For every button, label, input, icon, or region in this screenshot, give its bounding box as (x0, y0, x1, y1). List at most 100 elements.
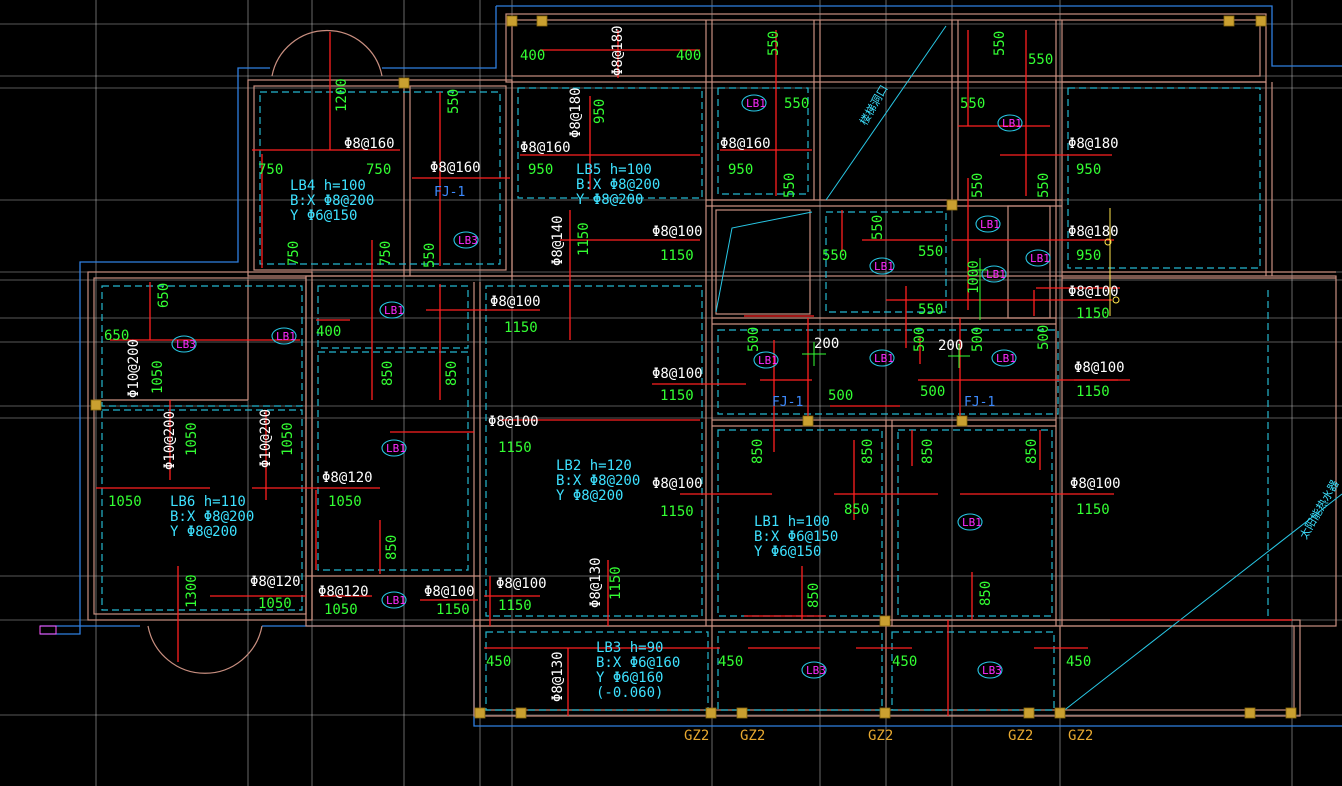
dimension-text: 750 (258, 162, 283, 178)
svg-text:LB1: LB1 (746, 97, 766, 110)
structural-columns (90, 15, 1297, 719)
column-mark-gz2: GZ2 (1008, 728, 1033, 744)
dimension-text: 750 (286, 241, 302, 266)
dimension-text: 200 (814, 336, 839, 352)
rebar-label: Φ8@160 (520, 140, 571, 156)
svg-text:LB1: LB1 (996, 352, 1016, 365)
rebar-lines (96, 30, 1292, 716)
rebar-label: Φ10@200 (126, 339, 142, 398)
dimension-text: 1050 (150, 360, 166, 394)
svg-text:LB4 h=100: LB4 h=100 (290, 178, 366, 194)
svg-text:LB3: LB3 (982, 664, 1002, 677)
rebar-label: Φ8@100 (1070, 476, 1121, 492)
slab-tag-lb1-d[interactable]: LB1 (869, 257, 895, 275)
rebar-label: Φ8@180 (568, 87, 584, 138)
svg-text:B:X Φ6@150: B:X Φ6@150 (754, 529, 838, 545)
svg-text:LB5 h=100: LB5 h=100 (576, 162, 652, 178)
dimension-text: 450 (718, 654, 743, 670)
svg-text:LB3 h=90: LB3 h=90 (596, 640, 663, 656)
column-mark-gz2: GZ2 (740, 728, 765, 744)
bay-window-bottom (147, 625, 263, 674)
rebar-label: Φ8@160 (430, 160, 481, 176)
svg-text:LB2 h=120: LB2 h=120 (556, 458, 632, 474)
slab-tag-lb1-f[interactable]: LB1 (1025, 249, 1051, 267)
dimension-text: 850 (978, 581, 994, 606)
svg-text:LB1: LB1 (874, 260, 894, 273)
slab-note-lb6: LB6 h=110 B:X Φ8@200 Y Φ8@200 (170, 494, 254, 540)
dimension-text: 1050 (324, 602, 358, 618)
slab-tag-lb3-a[interactable]: LB3 (453, 231, 479, 249)
dimension-text: 1050 (108, 494, 142, 510)
svg-text:LB1: LB1 (1030, 252, 1050, 265)
dimension-text: 500 (1036, 325, 1052, 350)
slab-tag-lb1-b[interactable]: LB1 (997, 114, 1023, 132)
dimension-text: 550 (970, 173, 986, 198)
svg-text:Y Φ6@150: Y Φ6@150 (290, 208, 357, 224)
slab-tag-lb1-c[interactable]: LB1 (975, 215, 1001, 233)
dimension-text: 1150 (660, 388, 694, 404)
edge-marker (39, 625, 57, 635)
svg-text:B:X Φ8@200: B:X Φ8@200 (290, 193, 374, 209)
slab-tag-lb3-d[interactable]: LB3 (977, 661, 1003, 679)
column-mark-gz2: GZ2 (1068, 728, 1093, 744)
slab-tag-lb1-l[interactable]: LB1 (381, 439, 407, 457)
dimension-text: 550 (918, 302, 943, 318)
beam-mark-fj1: FJ-1 (964, 395, 995, 410)
dimension-text: 1150 (660, 248, 694, 264)
dimension-text: 1050 (328, 494, 362, 510)
slab-tag-lb1-a[interactable]: LB1 (741, 94, 767, 112)
dimension-text: 1150 (498, 598, 532, 614)
dimension-text: 850 (384, 535, 400, 560)
dimension-text: 950 (1076, 248, 1101, 264)
dimension-text: 1150 (608, 566, 624, 600)
svg-text:LB1: LB1 (980, 218, 1000, 231)
svg-text:B:X Φ6@160: B:X Φ6@160 (596, 655, 680, 671)
rebar-label: Φ8@120 (250, 574, 301, 590)
dimension-text: 950 (728, 162, 753, 178)
dimension-text: 1050 (258, 596, 292, 612)
dimension-text: 1150 (1076, 306, 1110, 322)
svg-text:Y Φ6@160: Y Φ6@160 (596, 670, 663, 686)
dimension-text: 500 (912, 327, 928, 352)
dimension-text: 1000 (966, 260, 982, 294)
svg-text:B:X Φ8@200: B:X Φ8@200 (556, 473, 640, 489)
stair-opening-lines (715, 25, 1342, 713)
svg-text:Y Φ8@200: Y Φ8@200 (576, 192, 643, 208)
slab-tag-lb1-e[interactable]: LB1 (981, 265, 1007, 283)
dimension-text: 400 (316, 324, 341, 340)
dimension-text: 450 (1066, 654, 1091, 670)
slab-tag-lb1-i[interactable]: LB1 (753, 351, 779, 369)
slab-tag-lb3-b[interactable]: LB3 (171, 335, 197, 353)
svg-text:LB1: LB1 (758, 354, 778, 367)
slab-tag-lb1-n[interactable]: LB1 (381, 591, 407, 609)
rebar-label: Φ8@130 (588, 557, 604, 608)
slab-note-lb2: LB2 h=120 B:X Φ8@200 Y Φ8@200 (556, 458, 640, 504)
dimension-text: 400 (676, 48, 701, 64)
dimension-text: 550 (822, 248, 847, 264)
rebar-label: Φ8@180 (1068, 136, 1119, 152)
slab-tag-lb3-c[interactable]: LB3 (801, 661, 827, 679)
dimension-text: 1150 (576, 222, 592, 256)
rebar-label: Φ8@140 (550, 215, 566, 266)
rebar-label: Φ8@100 (652, 224, 703, 240)
dimension-text: 200 (938, 338, 963, 354)
dimension-text: 550 (782, 173, 798, 198)
slab-tag-lb1-g[interactable]: LB1 (379, 301, 405, 319)
dimension-text: 550 (870, 215, 886, 240)
dimension-text: 1150 (1076, 502, 1110, 518)
rebar-label: Φ8@120 (322, 470, 373, 486)
dimension-text: 850 (860, 439, 876, 464)
svg-text:Y Φ6@150: Y Φ6@150 (754, 544, 821, 560)
rebar-label: Φ8@100 (652, 366, 703, 382)
dimension-text: 550 (766, 31, 782, 56)
slab-tag-lb1-m[interactable]: LB1 (957, 513, 983, 531)
slab-tag-lb1-k[interactable]: LB1 (991, 349, 1017, 367)
dimension-text: 550 (446, 89, 462, 114)
dimension-text: 450 (892, 654, 917, 670)
dimension-text: 550 (784, 96, 809, 112)
svg-text:(-0.060): (-0.060) (596, 685, 663, 701)
slab-tag-lb1-h[interactable]: LB1 (271, 327, 297, 345)
slab-tag-lb1-j[interactable]: LB1 (869, 349, 895, 367)
column-mark-gz2: GZ2 (684, 728, 709, 744)
